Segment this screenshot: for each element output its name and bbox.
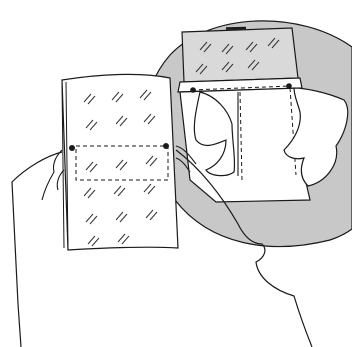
top-clip-mark [226,28,246,29]
left-hand [42,150,64,200]
rivet-right [163,143,169,149]
sheet-protector [62,74,178,250]
detail-rivet-left [190,87,196,93]
detail-rivet-right [286,83,292,89]
protector-top-flap [182,28,298,82]
detail-inset [146,21,352,247]
rivet-left [69,145,75,151]
left-arm [12,152,62,347]
